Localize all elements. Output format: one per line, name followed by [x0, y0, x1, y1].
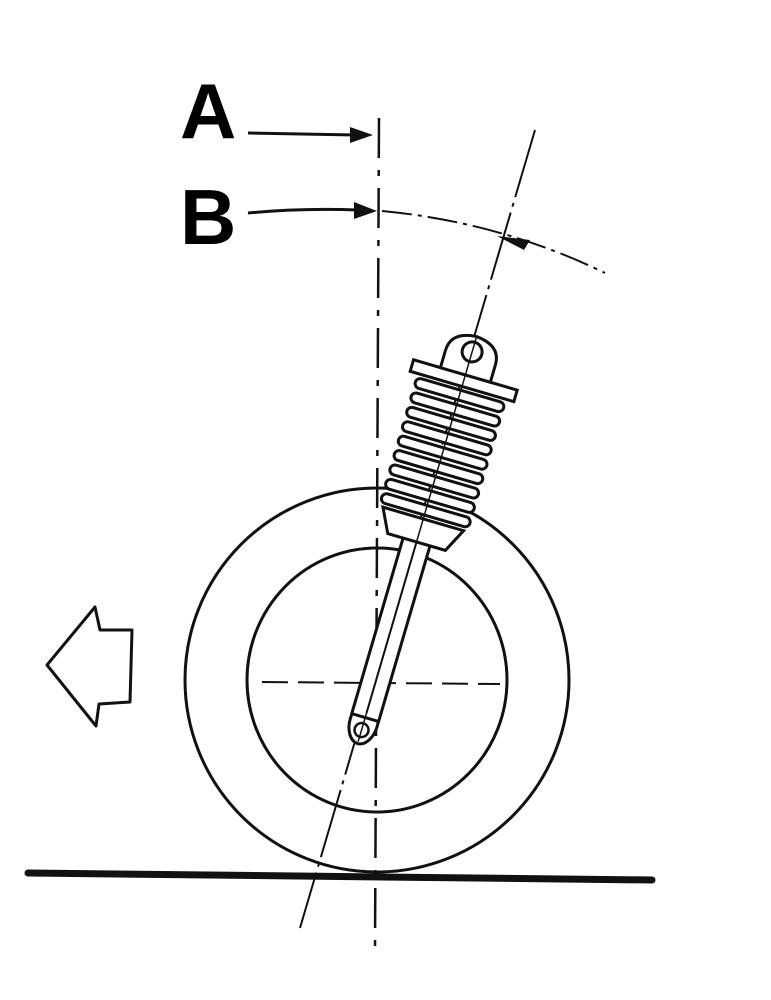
arrow-b-line [247, 207, 359, 215]
caster-angle-arc [381, 210, 606, 274]
arrow-a-line [247, 131, 356, 137]
direction-arrow-icon [45, 605, 134, 728]
arc-arrowhead-icon [497, 236, 530, 250]
steering-axis-line [299, 129, 536, 929]
spring-seat [381, 505, 467, 553]
arrow-b-head-icon [354, 202, 377, 219]
label-a: A [180, 67, 236, 155]
arrow-a-head-icon [350, 127, 373, 143]
ground-line [24, 869, 656, 884]
strut-assembly [347, 333, 520, 746]
vertical-reference-line [373, 117, 381, 949]
label-b: B [180, 173, 236, 261]
